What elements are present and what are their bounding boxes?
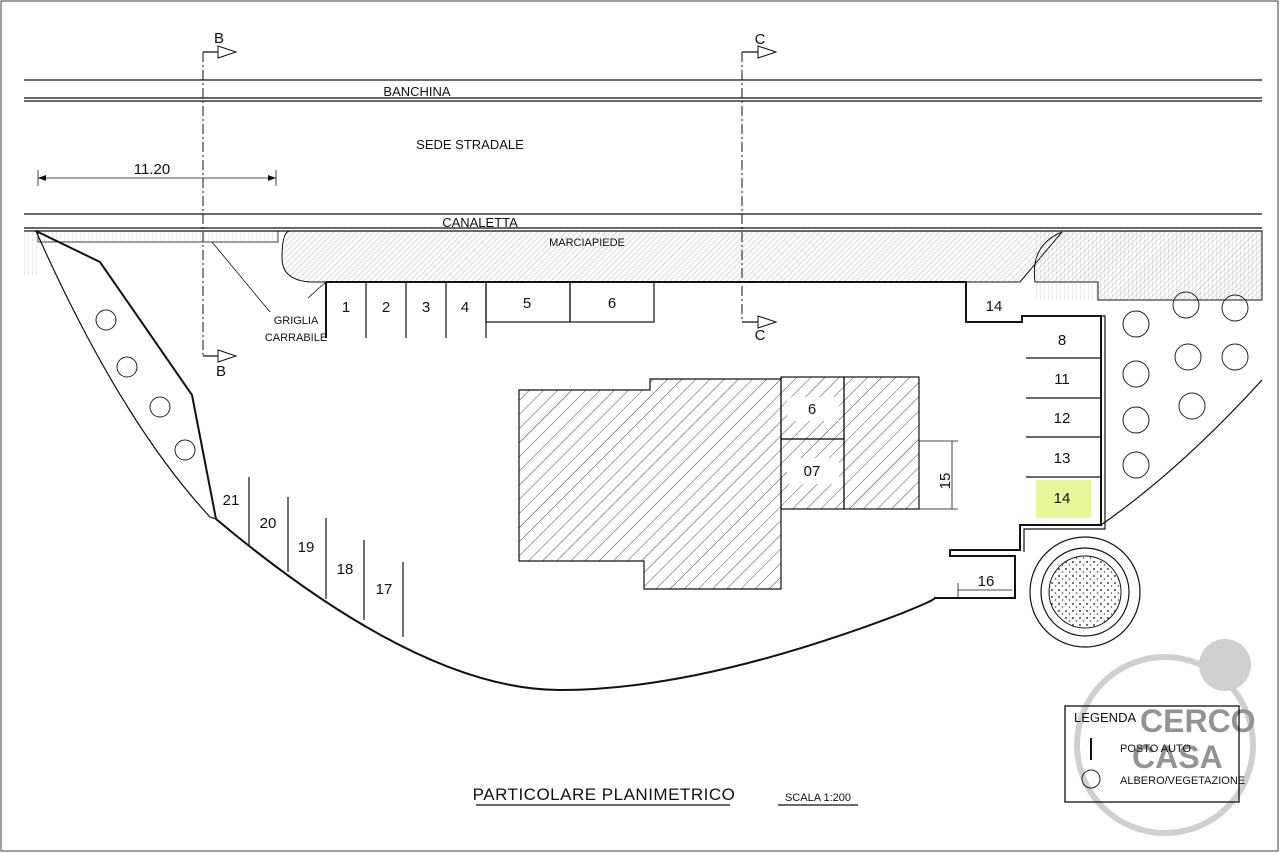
dimension-16 [957, 583, 1012, 597]
drawing-scale: SCALA 1:200 [785, 792, 851, 804]
parking-space-18[interactable]: 18 [337, 561, 354, 578]
parking-space-14-top[interactable]: 14 [986, 298, 1003, 315]
parking-space-19[interactable]: 19 [298, 539, 315, 556]
watermark-logo: CERCO CASA [1074, 639, 1256, 836]
drawing-title: PARTICOLARE PLANIMETRICO [473, 785, 736, 804]
parking-space-13[interactable]: 13 [1054, 450, 1071, 467]
section-line-b [202, 45, 238, 363]
unit-6-label-bg [787, 397, 839, 421]
trees-left [95, 309, 196, 461]
parking-row-bottom-left [248, 477, 404, 637]
canaletta-label: CANALETTA [442, 215, 518, 230]
lot-outline-inner [1023, 315, 1106, 552]
dimension-11-20-label: 11.20 [134, 161, 170, 178]
griglia-label-2: CARRABILE [265, 332, 327, 344]
parking-space-8[interactable]: 8 [1058, 332, 1066, 349]
section-b-top-label: B [214, 30, 224, 47]
left-edge-hatch [24, 231, 40, 275]
watermark-line2: CASA [1132, 739, 1223, 775]
section-b-bottom-label: B [216, 363, 226, 380]
highlight-space-14 [1036, 480, 1091, 518]
parking-space-11[interactable]: 11 [1054, 371, 1070, 388]
section-line-c [741, 45, 778, 329]
legend [1064, 705, 1240, 803]
legend-albero: ALBERO/VEGETAZIONE [1120, 775, 1245, 787]
section-c-top-label: C [755, 31, 766, 48]
dimension-11-20 [37, 170, 277, 186]
legend-title: LEGENDA [1074, 710, 1136, 725]
unit-6-label[interactable]: 6 [808, 401, 816, 418]
main-building [518, 378, 782, 590]
parking-space-20[interactable]: 20 [260, 515, 277, 532]
dimension-15-label: 15 [937, 473, 954, 490]
griglia-carrabile [37, 230, 279, 313]
parking-space-2[interactable]: 2 [382, 299, 390, 316]
sede-stradale-label: SEDE STRADALE [416, 137, 524, 152]
unit-07-label-bg [787, 458, 839, 484]
parking-space-14-highlighted[interactable]: 14 [1054, 490, 1071, 507]
griglia-label-1: GRIGLIA [274, 315, 319, 327]
parking-space-5[interactable]: 5 [523, 295, 531, 312]
banchina-label: BANCHINA [383, 84, 451, 99]
marciapiede [281, 230, 1263, 301]
dimension-15 [919, 440, 958, 510]
parking-space-1[interactable]: 1 [342, 299, 350, 316]
marciapiede-right [1035, 232, 1262, 300]
vegetation-boundary [1100, 379, 1263, 526]
annex-building [843, 376, 920, 510]
lot-corner-line [307, 281, 327, 299]
left-green-strip [34, 229, 217, 520]
watermark-line1: CERCO [1140, 703, 1256, 739]
unit-07-label[interactable]: 07 [804, 463, 821, 480]
parking-row-top [365, 281, 655, 338]
parking-column-right [1026, 357, 1101, 478]
parking-space-3[interactable]: 3 [422, 299, 430, 316]
road [24, 79, 1262, 232]
legend-posto-auto: POSTO AUTO [1120, 743, 1192, 755]
parking-space-4[interactable]: 4 [461, 299, 469, 316]
lot-outline [35, 230, 1102, 692]
roundabout [1029, 536, 1141, 648]
dimension-16-label: 16 [978, 573, 995, 590]
marciapiede-label: MARCIAPIEDE [549, 237, 625, 249]
parking-space-21[interactable]: 21 [223, 492, 240, 509]
section-c-bottom-label: C [755, 327, 766, 344]
parking-space-17[interactable]: 17 [376, 581, 393, 598]
trees-right [1122, 291, 1249, 479]
parking-space-12[interactable]: 12 [1054, 410, 1071, 427]
parking-space-6[interactable]: 6 [608, 295, 616, 312]
